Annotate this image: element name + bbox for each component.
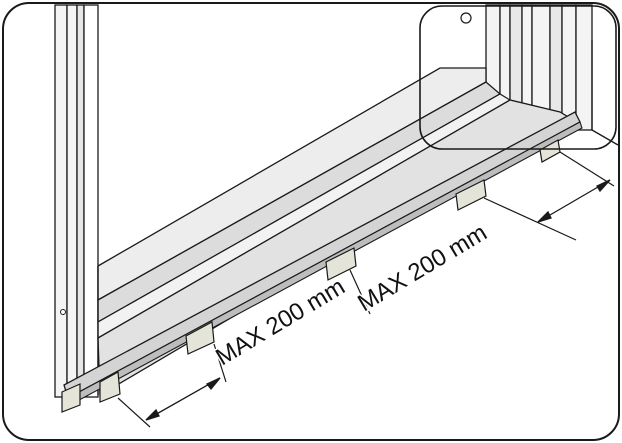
support-block [99,371,121,403]
circle-hole-icon [460,12,472,24]
support-block [455,179,487,211]
arrow-head [205,377,221,391]
left-door-frame [54,4,99,398]
left-hinge-hole [60,309,66,315]
extension-line [559,151,615,187]
dimension-lines [117,151,615,428]
arrow-head [537,210,552,223]
extension-line [483,197,577,241]
extension-line [117,397,151,428]
right-door-frame [485,4,593,131]
arrow-head [145,408,160,421]
support-block [61,383,81,413]
support-block [185,321,215,355]
extension-line [213,343,227,383]
dimension-arrows [145,179,611,421]
extension-line [349,269,371,315]
detail-callout-frame [419,5,617,150]
support-block [325,247,357,281]
arrow-head [596,179,611,193]
support-blocks [61,139,561,413]
right-wall-base [591,129,619,146]
